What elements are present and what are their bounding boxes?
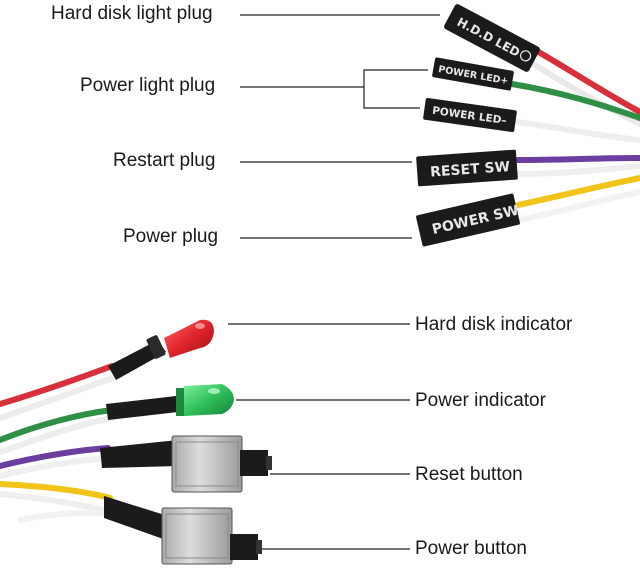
- wire-power-yellow-b: [0, 481, 113, 501]
- leader-power-light-bracket: [363, 69, 428, 109]
- label-restart-plug: Restart plug: [113, 150, 216, 171]
- wire-power-yellow: [515, 175, 640, 208]
- label-power-indicator: Power indicator: [415, 390, 546, 411]
- power-switch: [104, 496, 262, 565]
- wire-pled-white: [515, 119, 640, 143]
- connector-reset: RESET SW: [416, 149, 518, 187]
- label-power-light-plug: Power light plug: [80, 75, 216, 96]
- connector-power: POWER SW: [416, 193, 520, 247]
- wire-power-white: [515, 189, 640, 223]
- wire-led-green-green: [0, 407, 115, 443]
- label-hdd-plug: Hard disk light plug: [51, 3, 213, 24]
- label-hdd-indicator: Hard disk indicator: [415, 314, 573, 335]
- wire-led-green-white: [0, 415, 115, 455]
- connector-power-led-neg: POWER LED–: [423, 97, 517, 133]
- connector-power-led-pos: POWER LED+: [432, 57, 514, 91]
- label-reset-button: Reset button: [415, 464, 523, 485]
- label-power-button: Power button: [415, 538, 527, 559]
- led-green: [106, 384, 234, 420]
- top-wires: [509, 47, 640, 223]
- wire-reset-white: [515, 163, 640, 177]
- bottom-wires: [0, 363, 115, 523]
- wire-reset-white-b: [0, 455, 111, 479]
- wire-hdd-red: [532, 47, 640, 115]
- top-leader-lines: [240, 14, 440, 239]
- bottom-leader-lines: [228, 323, 410, 550]
- connector-reset-text: RESET SW: [430, 159, 511, 181]
- wire-power-white-b: [0, 491, 115, 515]
- wire-reset-purple: [515, 155, 640, 163]
- wire-led-red-red: [0, 363, 115, 407]
- wire-hdd-white: [527, 59, 640, 127]
- label-power-plug: Power plug: [123, 226, 219, 247]
- wire-power-white-c: [17, 509, 115, 523]
- led-red: [108, 319, 214, 380]
- wire-led-red-white: [0, 375, 115, 421]
- wire-reset-purple-b: [0, 445, 111, 469]
- wire-pled-green: [509, 81, 640, 121]
- reset-switch: [100, 435, 272, 493]
